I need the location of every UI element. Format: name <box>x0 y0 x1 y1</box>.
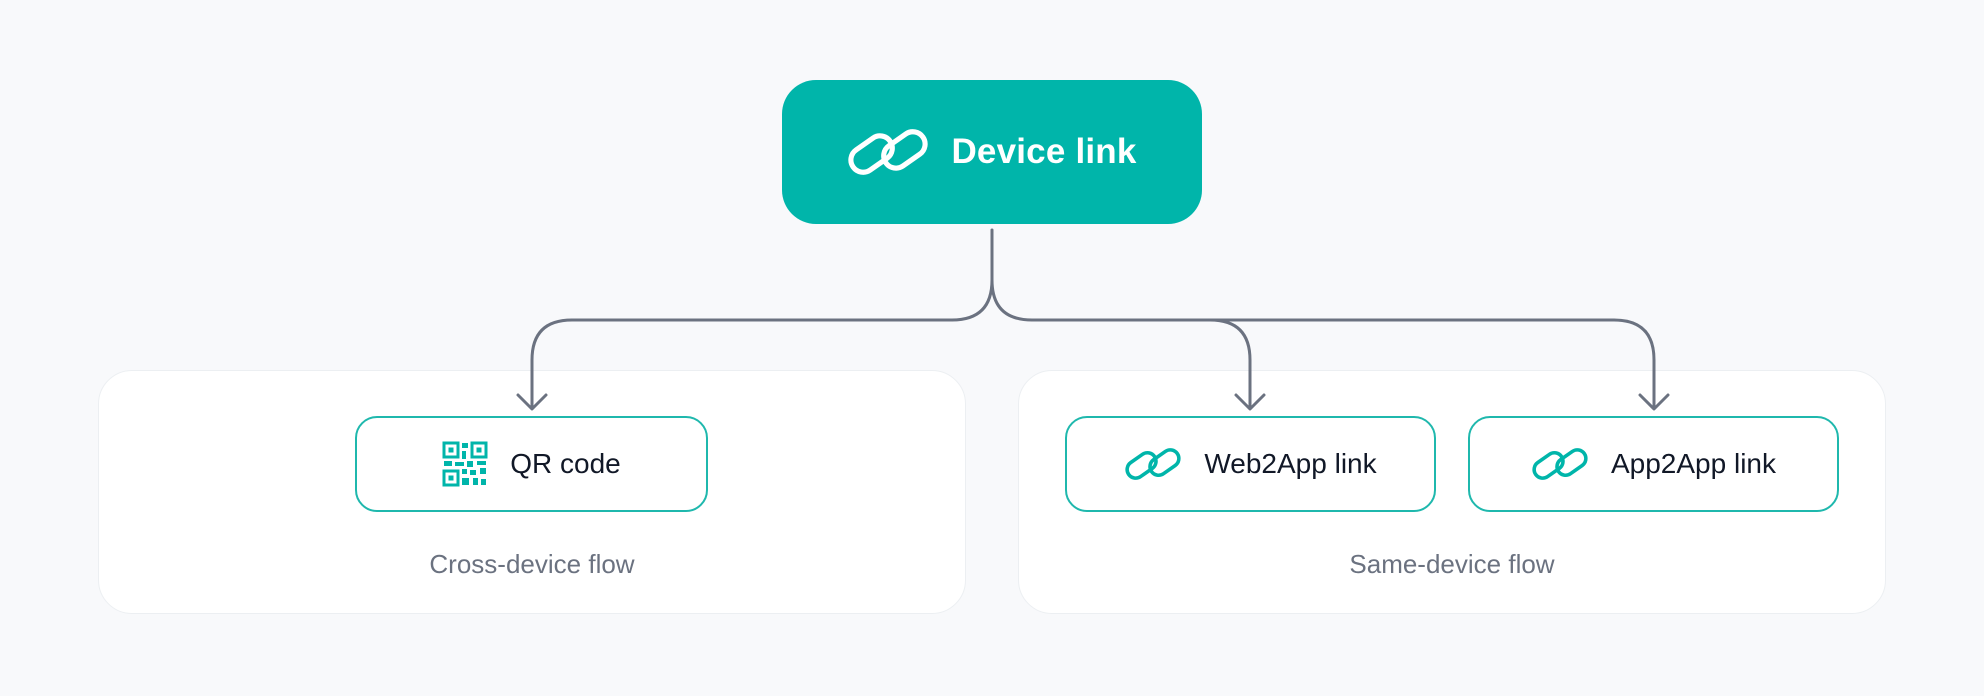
app2app-link-node: App2App link <box>1468 416 1839 512</box>
qr-code-label: QR code <box>510 448 621 479</box>
cross-device-flow-label: Cross-device flow <box>429 549 635 579</box>
link-icon <box>1125 448 1181 480</box>
device-link-node: Device link <box>782 80 1202 224</box>
app2app-link-label: App2App link <box>1610 448 1776 479</box>
qr-code-node: QR code <box>355 416 708 512</box>
web2app-link-node: Web2App link <box>1065 416 1436 512</box>
same-device-flow-label: Same-device flow <box>1349 549 1555 579</box>
link-icon <box>848 129 929 175</box>
link-icon <box>1532 448 1588 480</box>
web2app-link-label: Web2App link <box>1204 448 1377 479</box>
device-link-label: Device link <box>951 132 1137 171</box>
qr-code-icon <box>442 441 488 487</box>
